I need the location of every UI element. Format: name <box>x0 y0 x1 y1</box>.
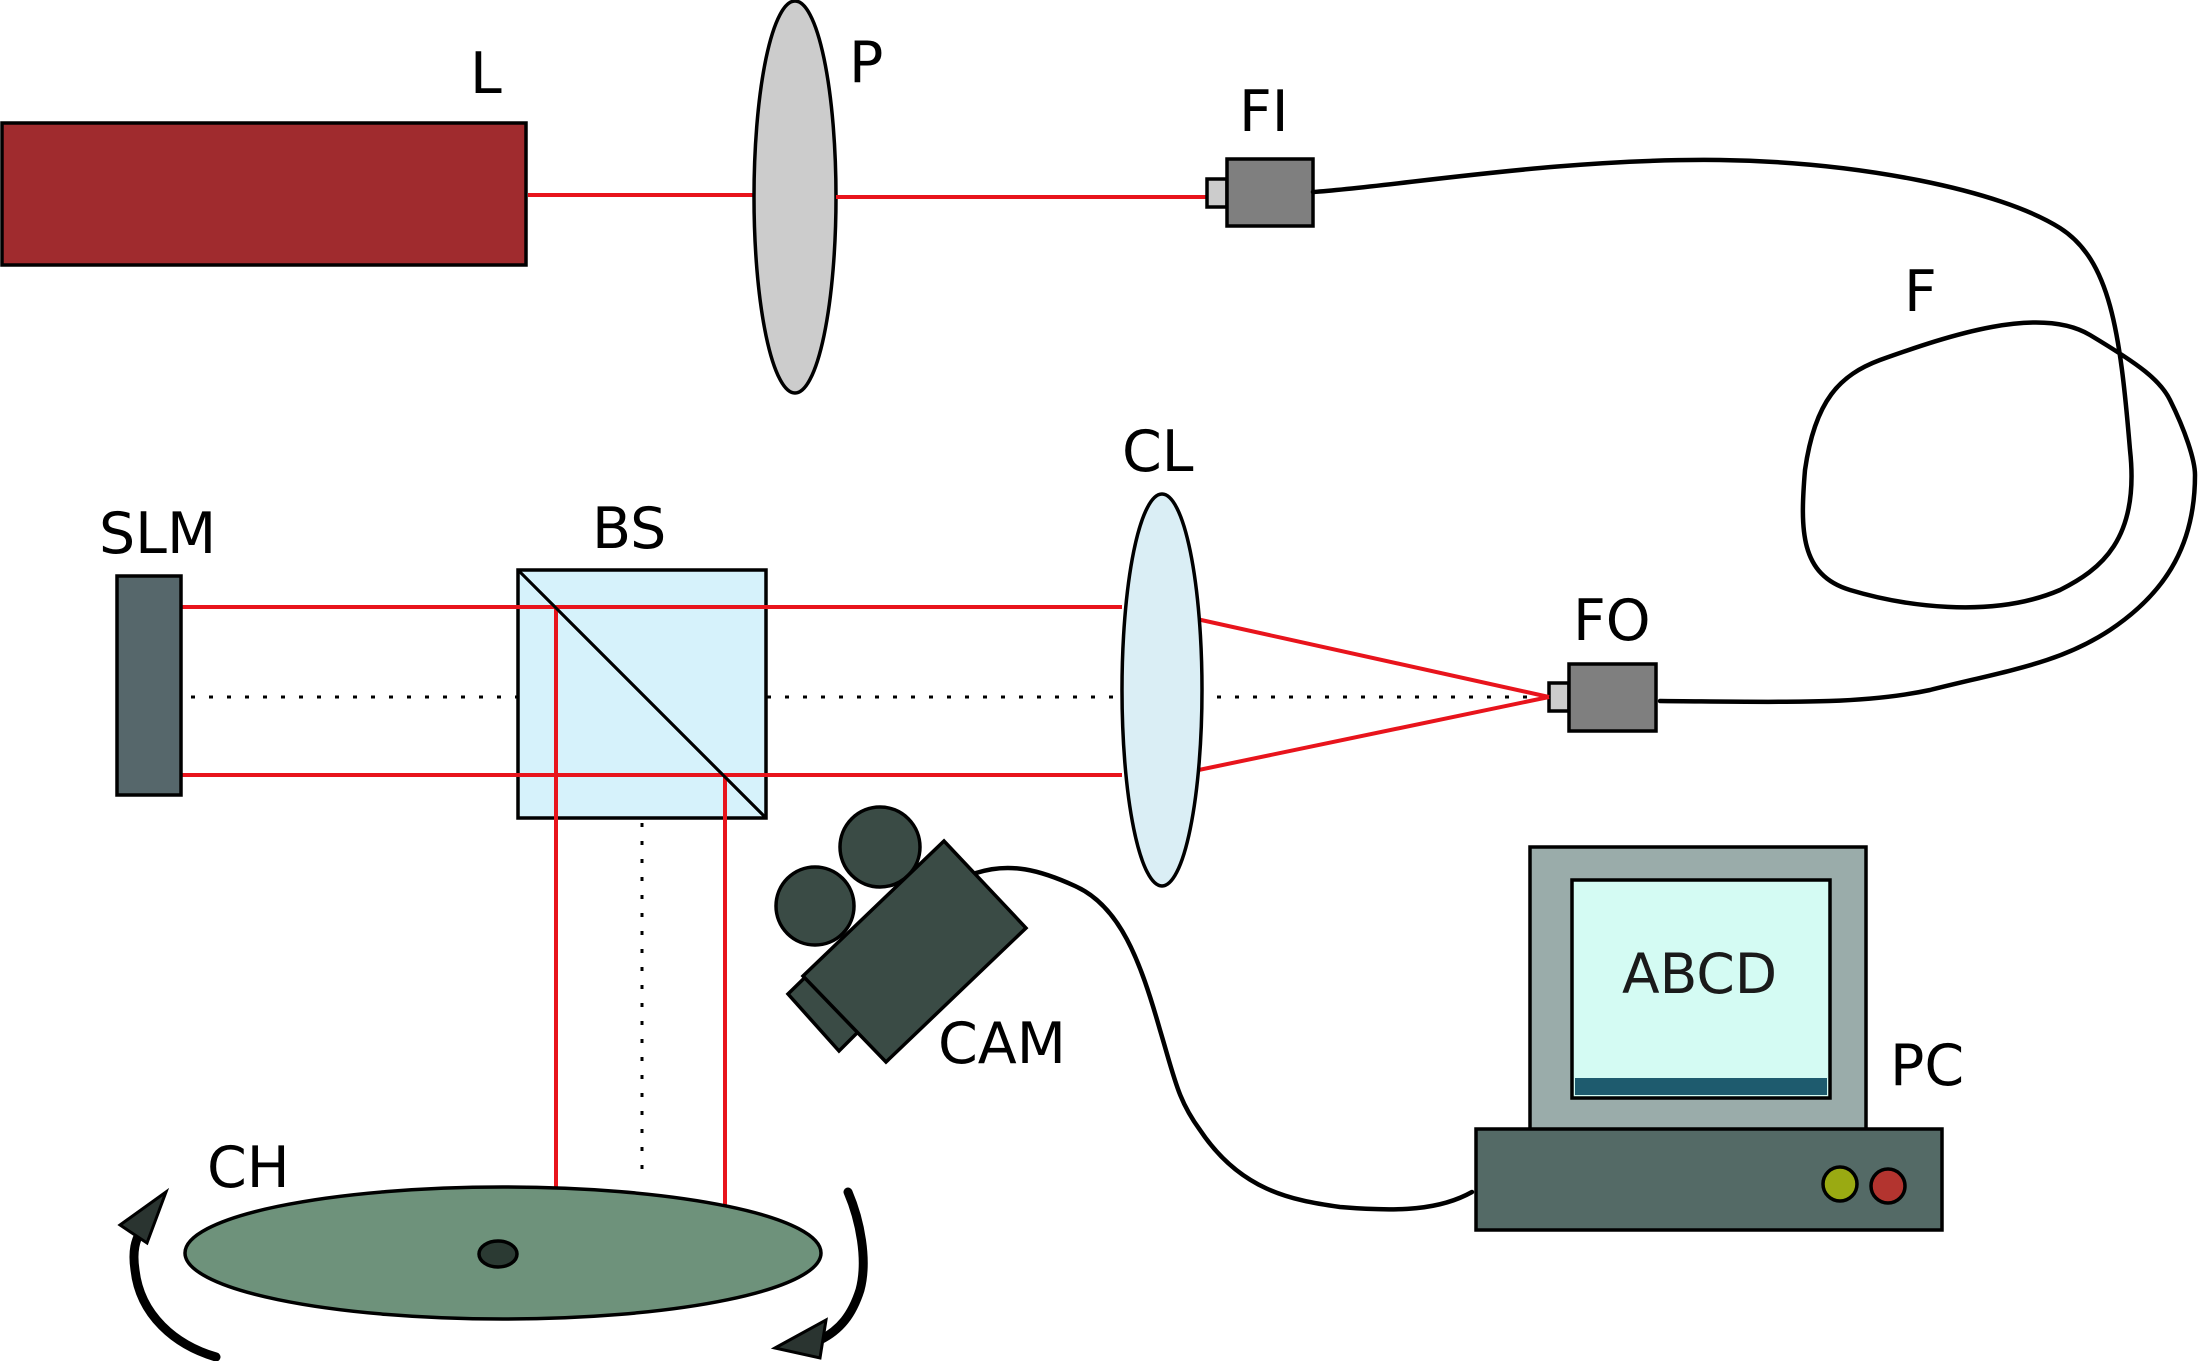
rotation-arrow-right-tail <box>815 1187 868 1345</box>
monitor-screen-text: ABCD <box>1622 942 1777 1006</box>
fiber-output-label: FO <box>1573 588 1651 654</box>
optical-fiber <box>1310 157 2198 705</box>
beam-diverging-upper <box>1164 610 1550 699</box>
slm-label: SLM <box>99 501 216 567</box>
laser-body <box>0 121 528 267</box>
rotation-arrow-right-head <box>770 1317 828 1360</box>
fiber-output-coupler <box>1567 662 1658 733</box>
computer-label: PC <box>1890 1033 1964 1099</box>
rotation-arrow-left-head <box>117 1187 170 1246</box>
chamber-label: CH <box>207 1135 290 1201</box>
collimating-lens <box>1120 492 1204 888</box>
fiber-output-port <box>1547 681 1571 713</box>
collimating-lens-label: CL <box>1122 419 1194 485</box>
camera-label: CAM <box>938 1011 1066 1077</box>
beam-splitter-label: BS <box>592 496 666 562</box>
pc-power-led-green <box>1821 1165 1859 1203</box>
fiber-input-label: FI <box>1239 79 1289 145</box>
fiber-input-coupler <box>1225 157 1315 228</box>
camera <box>774 805 1029 1065</box>
chamber-sample <box>477 1239 519 1269</box>
monitor-taskbar <box>1575 1078 1827 1095</box>
laser-label: L <box>470 41 502 107</box>
camera-reel-right <box>838 805 922 889</box>
rotation-arrow-left <box>117 1187 221 1361</box>
monitor-screen <box>1570 878 1832 1100</box>
fiber-label: F <box>1904 259 1937 325</box>
spatial-light-modulator <box>115 574 183 797</box>
pc-case <box>1474 1127 1944 1232</box>
camera-body <box>800 838 1029 1065</box>
camera-reel-left <box>774 865 856 947</box>
fiber-input-port <box>1205 177 1229 209</box>
camera-cable <box>973 865 1475 1212</box>
beam-diverging-lower <box>1164 695 1550 779</box>
rotation-arrow-left-tail <box>129 1227 221 1361</box>
beam-splitter-diagonal-top <box>516 568 768 820</box>
computer: ABCD <box>1474 845 1944 1232</box>
polarizer <box>752 0 838 395</box>
rotation-arrow-right <box>770 1187 868 1360</box>
polarizer-label: P <box>849 30 883 96</box>
pc-power-led-red <box>1869 1167 1907 1205</box>
